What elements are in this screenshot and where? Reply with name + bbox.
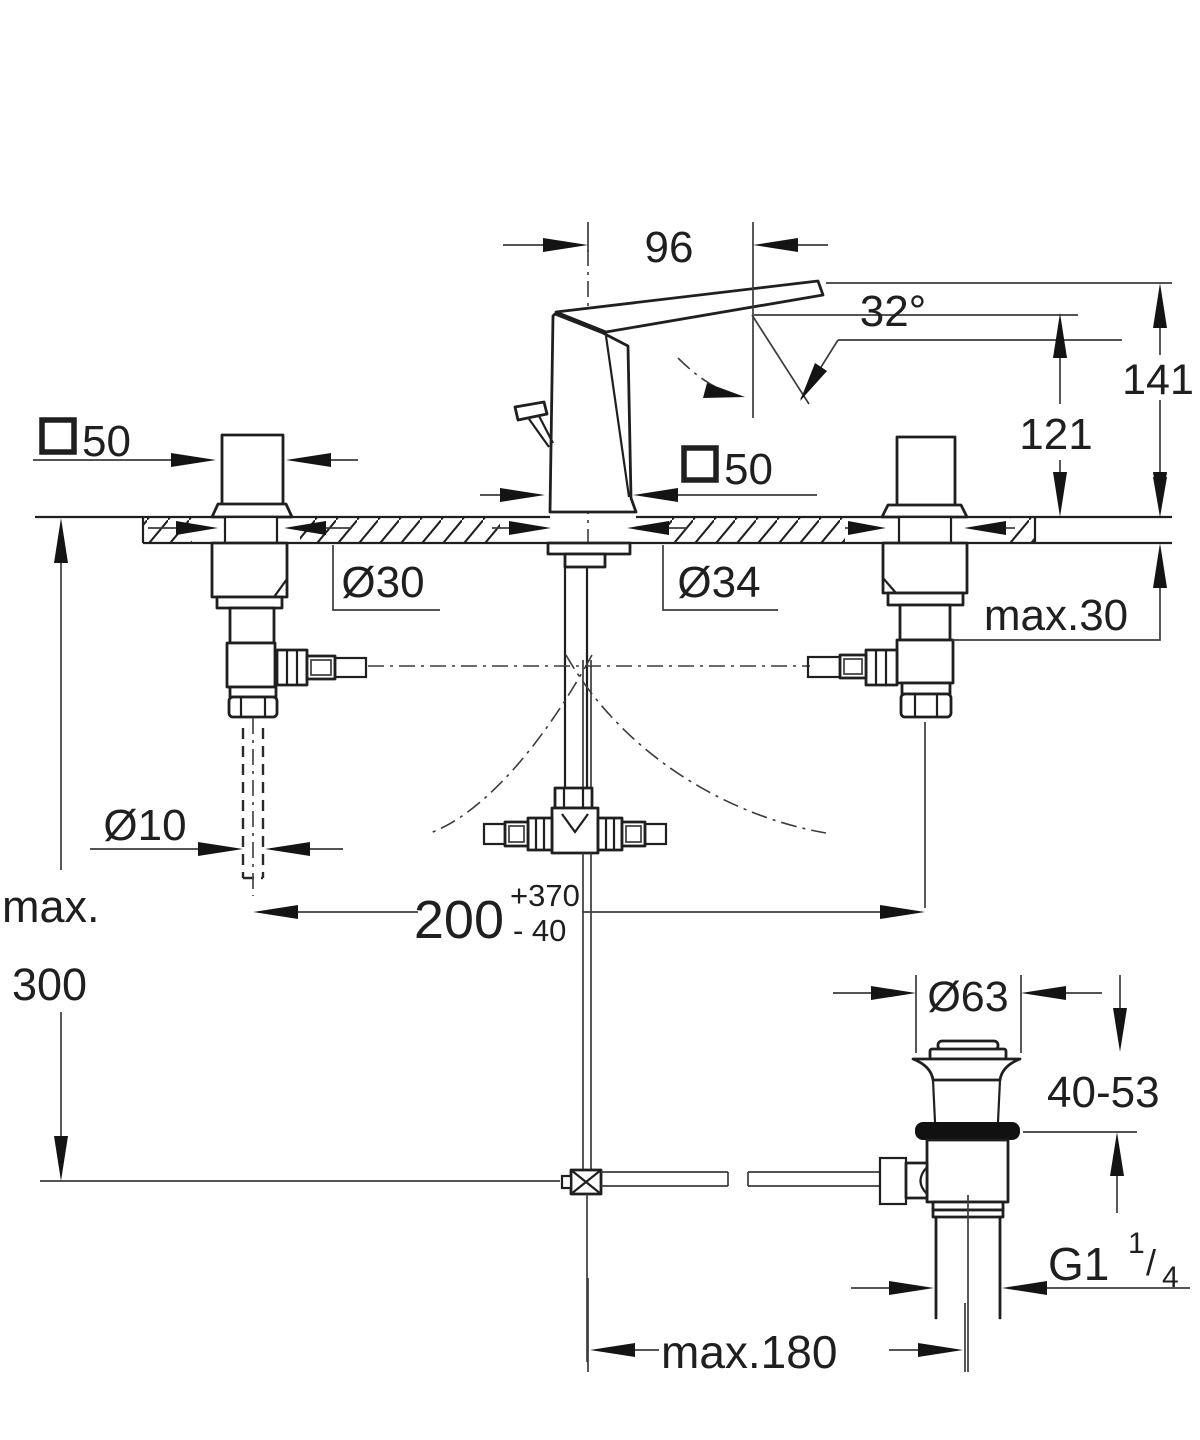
dim-rod-hole: Ø10 [90, 801, 343, 856]
spout-edge-line [604, 335, 631, 498]
dim-dia10-label: Ø10 [103, 801, 186, 850]
thread-sup-label: 1 [1128, 1227, 1145, 1260]
drain-assembly [878, 975, 1022, 1372]
left-valve-hose [333, 656, 368, 679]
dim-depth-300: max. 300 [2, 518, 100, 1181]
dim-200-minus-tol: - 40 [513, 913, 566, 948]
dim-dia34-label: Ø34 [677, 558, 760, 607]
dim-sq50-left-label: 50 [82, 417, 131, 466]
dim-waste-height: 40-53 [1023, 975, 1160, 1213]
left-valve-handle [220, 433, 285, 509]
thread-slash-label: / [1146, 1242, 1156, 1283]
drain-gasket [915, 1122, 1020, 1140]
dim-lever-angle: 32° [677, 287, 1122, 405]
dim-hole-30: Ø30 [332, 545, 440, 611]
dim-waste-flange: Ø63 [833, 973, 1102, 1021]
thread-g1-label: G1 [1048, 1238, 1109, 1290]
dim-max30-label: max.30 [984, 591, 1128, 640]
dim-hole-34: Ø34 [662, 545, 778, 611]
dim-32deg-label: 32° [860, 287, 927, 336]
mixer-nut [553, 786, 594, 810]
dim-waste-thread: G1 1 / 4 [851, 1227, 1190, 1295]
dim-96-label: 96 [645, 223, 694, 272]
right-valve-hose [806, 655, 842, 679]
popup-rod [40, 853, 880, 1362]
dim-300-label: 300 [12, 959, 87, 1010]
drain-rod-knob [878, 1156, 908, 1206]
dim-square50-left: 50 [33, 417, 358, 467]
dim-spout-projection: 96 [503, 222, 828, 418]
mounting-hole-arrows [148, 521, 1015, 535]
mixer-undercounter [482, 541, 668, 855]
drain-flange [911, 1057, 1022, 1082]
dim-141-label: 141 [1122, 356, 1194, 404]
right-valve-handle [895, 435, 957, 509]
left-valve [210, 433, 368, 896]
dim-max180-label: max.180 [661, 1326, 837, 1378]
drain-body [925, 1138, 1010, 1204]
dim-40-53-label: 40-53 [1047, 1068, 1160, 1117]
dim-dia63-label: Ø63 [927, 973, 1008, 1021]
countertop-surface-lines [35, 515, 1172, 545]
hose-swing-envelope [368, 654, 827, 834]
tee-hose-left [482, 822, 507, 846]
tee-hose-right [643, 822, 668, 846]
spout-lever [554, 279, 825, 334]
dim-waste-offset: max.180 [587, 1278, 966, 1378]
thread-sub-label: 4 [1162, 1261, 1179, 1294]
spout-assembly [368, 250, 827, 855]
square-symbol-center [681, 445, 719, 483]
left-rod-hole-dashed [241, 718, 265, 896]
dim-121-label: 121 [1019, 410, 1092, 459]
countertop-hatch [143, 517, 1035, 543]
dim-200-plus-tol: +370 [510, 878, 580, 913]
countertop [35, 515, 1172, 545]
dim-hole-spacing: 200 +370 - 40 [253, 878, 925, 950]
dim-max-word: max. [2, 881, 100, 932]
dim-height-121: 121 [1019, 313, 1093, 517]
square-symbol-left [39, 417, 77, 455]
dim-sq50-center-label: 50 [724, 445, 773, 494]
dim-deck-thickness: max.30 [952, 477, 1167, 641]
popup-knob [513, 400, 554, 448]
spout-body [548, 312, 638, 514]
dim-200-label: 200 [414, 890, 504, 950]
dim-dia30-label: Ø30 [341, 558, 424, 607]
drain-tailpipe [934, 1215, 1002, 1320]
right-valve [806, 435, 969, 908]
dim-square50-center: 50 [480, 445, 817, 502]
